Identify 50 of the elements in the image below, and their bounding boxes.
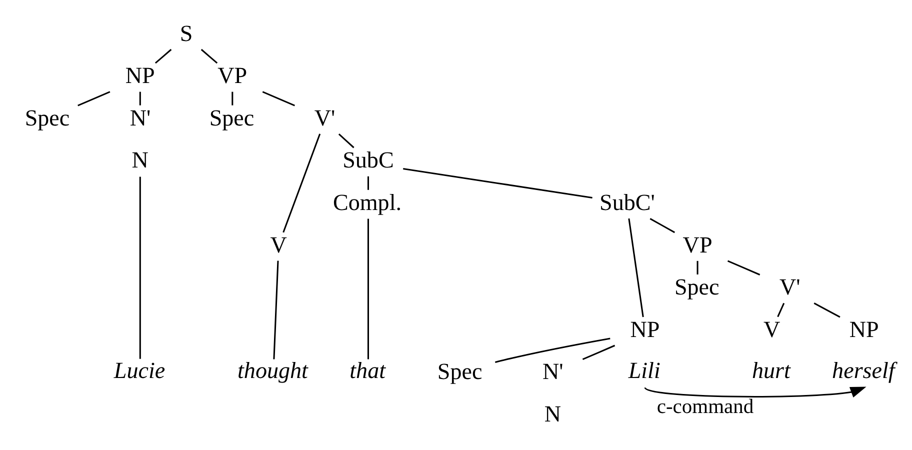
edge-label: c-command [656, 396, 754, 418]
node-text: V [270, 230, 287, 257]
node-text: SubC [342, 146, 394, 172]
connector [273, 260, 279, 359]
node-text: herself [832, 356, 895, 382]
connector [139, 91, 141, 105]
label: hurt [752, 356, 790, 382]
node-text: N' [130, 104, 151, 130]
node-text: that [350, 356, 386, 382]
arrow [644, 386, 866, 398]
node-text: thought [238, 356, 308, 382]
connector [650, 217, 676, 233]
node-text: Spec [24, 104, 70, 130]
connector [403, 167, 592, 198]
connector [139, 176, 141, 358]
label: N [544, 400, 562, 426]
node-text: Lili [628, 356, 660, 382]
node-text: NP [849, 315, 879, 342]
connector [282, 133, 321, 232]
node-text: NP [630, 315, 660, 342]
connector [727, 260, 760, 275]
connector [78, 90, 110, 106]
connector [628, 218, 644, 317]
connector [367, 176, 369, 190]
connector [777, 302, 785, 317]
connector [154, 48, 172, 64]
node-text: N [132, 146, 148, 172]
node-text: V' [780, 273, 800, 300]
node-text: Lucie [114, 356, 166, 382]
connector [814, 302, 840, 318]
node-text: VP [218, 62, 248, 88]
node-text: V [764, 315, 780, 342]
connector [582, 344, 616, 360]
node-text: V' [314, 104, 336, 130]
connector [367, 218, 369, 359]
node-text: N' [542, 358, 564, 384]
node-text: Spec [209, 104, 254, 130]
connector [494, 337, 610, 362]
node-text: Compl. [332, 188, 402, 214]
connector [338, 133, 354, 148]
node-text: VP [682, 230, 712, 257]
node-text: Spec [437, 358, 482, 384]
node-text: NP [125, 62, 155, 88]
node-text: Spec [674, 273, 720, 300]
connector [696, 260, 698, 274]
node-text: S [180, 19, 193, 46]
connector [232, 91, 234, 105]
node-text: SubC' [600, 188, 655, 214]
connector [200, 48, 218, 64]
connector [262, 90, 295, 106]
